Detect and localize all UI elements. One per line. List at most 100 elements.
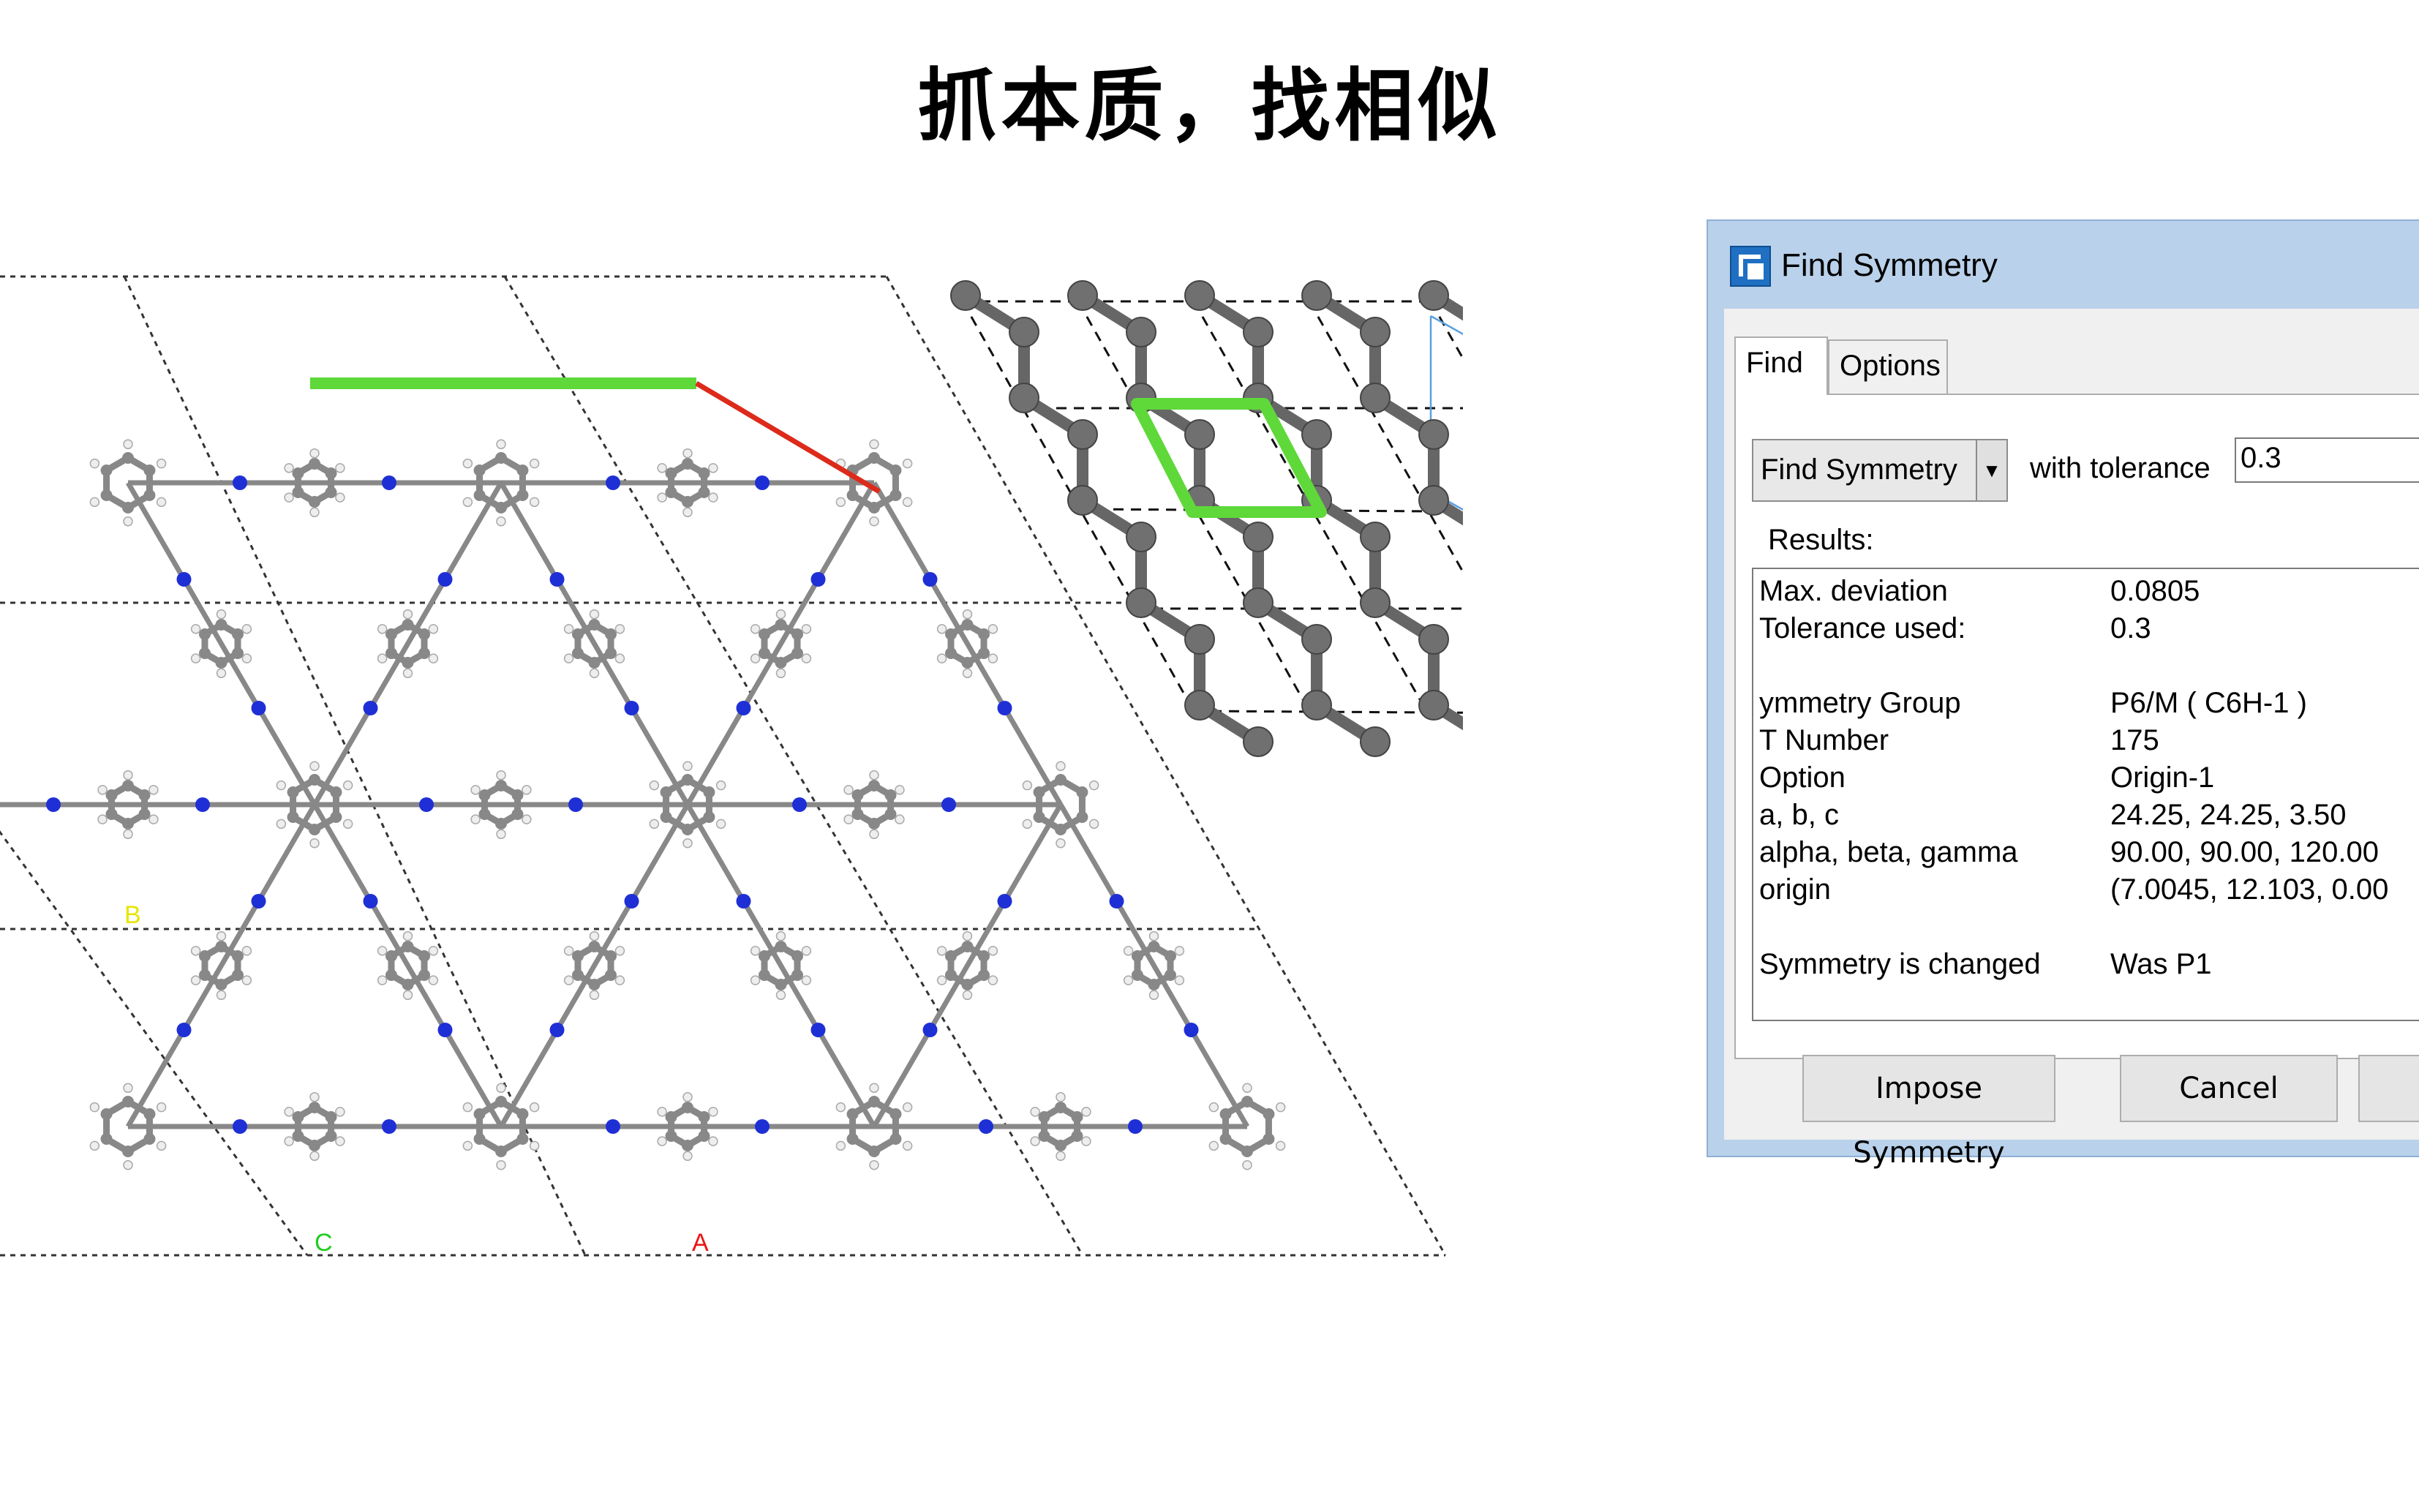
phenyl-ring [276, 761, 353, 849]
carbon-atom [292, 1111, 304, 1123]
cancel-button[interactable]: Cancel [2120, 1055, 2338, 1122]
carbon-atom [418, 628, 431, 640]
result-value: 175 [2110, 724, 2159, 756]
nitrogen-atom [606, 1119, 620, 1134]
hydrogen-atom [649, 780, 660, 791]
hydrogen-atom [148, 785, 159, 795]
hydrogen-atom [377, 653, 388, 663]
carbon-atom [868, 1146, 880, 1157]
hydrogen-atom [156, 497, 167, 508]
carbon-atom [105, 789, 118, 801]
carbon-atom [791, 647, 804, 659]
hydrogen-atom [682, 1091, 693, 1102]
phenyl-ring [936, 930, 998, 1001]
carbon-atom [1009, 383, 1039, 413]
hydrogen-atom [284, 1107, 294, 1117]
carbon-atom [665, 467, 677, 479]
hydrogen-atom [1174, 946, 1185, 956]
carbon-atom [100, 1133, 113, 1145]
hydrogen-atom [156, 458, 167, 469]
hydrogen-atom [614, 946, 625, 956]
phenyl-ring [563, 930, 625, 1001]
carbon-atom [495, 502, 507, 514]
nitrogen-atom [251, 701, 266, 715]
carbon-atom [309, 774, 320, 786]
hydrogen-atom [715, 780, 726, 791]
hydrogen-atom [529, 497, 540, 508]
nitrogen-atom [736, 701, 751, 715]
carbon-atom [665, 486, 677, 498]
hydrogen-atom [1022, 780, 1033, 791]
hydrogen-atom [1056, 838, 1066, 849]
carbon-atom [1148, 979, 1160, 990]
carbon-atom [588, 979, 601, 990]
carbon-atom [309, 824, 320, 835]
nitrogen-atom [624, 894, 639, 909]
hydrogen-atom [1275, 1102, 1286, 1113]
carbon-atom [1038, 1130, 1050, 1142]
nitrogen-atom [568, 797, 583, 812]
phenyl-ring [97, 770, 159, 840]
hydrogen-atom [614, 624, 625, 634]
result-key: Symmetry is changed [1759, 948, 2041, 980]
carbon-atom [961, 619, 974, 631]
hydrogen-atom [1081, 1136, 1091, 1146]
carbon-atom [758, 647, 770, 659]
nitrogen-atom [922, 1023, 938, 1037]
carbon-atom [516, 464, 529, 476]
hydrogen-atom [715, 819, 726, 830]
carbon-atom [495, 452, 507, 464]
carbon-atom [1418, 624, 1449, 655]
linker-bond [685, 803, 877, 1128]
tolerance-input[interactable]: 0.3 [2235, 437, 2419, 483]
phenyl-ring [377, 609, 439, 679]
hydrogen-atom [962, 930, 973, 941]
hydrogen-atom [614, 653, 625, 663]
carbon-atom [791, 950, 804, 962]
hydrogen-atom [89, 497, 100, 508]
hydrogen-atom [1022, 819, 1033, 830]
hydrogen-atom [775, 930, 786, 941]
carbon-atom [473, 1108, 486, 1120]
hydrogen-atom [309, 448, 320, 459]
hydrogen-atom [895, 785, 905, 795]
hydrogen-atom [462, 1140, 473, 1151]
carbon-atom [495, 818, 507, 830]
carbon-atom [122, 818, 134, 830]
hydrogen-atom [97, 814, 108, 824]
carbon-atom [478, 808, 491, 820]
carbon-atom [868, 452, 880, 464]
carbon-atom [215, 941, 227, 952]
carbon-atom [1126, 587, 1156, 618]
carbon-atom [1219, 1108, 1232, 1120]
carbon-atom [884, 789, 897, 801]
carbon-atom [1055, 1102, 1066, 1113]
find-mode-combo[interactable]: Find Symmetry ▼ [1752, 439, 2008, 502]
tab-find[interactable]: Find [1734, 336, 1828, 395]
carbon-atom [571, 647, 584, 659]
phenyl-ring [750, 930, 812, 1001]
carbon-atom [1055, 1140, 1066, 1151]
impose-symmetry-button[interactable]: Impose Symmetry [1802, 1055, 2055, 1170]
hydrogen-atom [708, 1107, 718, 1117]
carbon-atom [605, 969, 617, 981]
carbon-atom [495, 1096, 507, 1107]
result-value: 0.3 [2110, 612, 2151, 644]
carbon-atom [1243, 587, 1274, 618]
tab-options[interactable]: Options [1828, 339, 1948, 394]
help-button[interactable] [2358, 1055, 2419, 1122]
nitrogen-atom [195, 797, 210, 812]
carbon-atom [198, 647, 211, 659]
carbon-atom [1067, 280, 1098, 311]
hydrogen-atom [1208, 1102, 1219, 1113]
hydrogen-atom [462, 458, 473, 469]
carbon-atom [292, 467, 304, 479]
axis-label-c: C [315, 1229, 333, 1257]
chevron-down-icon[interactable]: ▼ [1976, 440, 2006, 500]
carbon-atom [1131, 969, 1143, 981]
dialog-titlebar[interactable]: Find Symmetry [1708, 221, 2419, 309]
carbon-atom [961, 979, 974, 990]
carbon-atom [418, 950, 431, 962]
carbon-atom [143, 489, 156, 501]
